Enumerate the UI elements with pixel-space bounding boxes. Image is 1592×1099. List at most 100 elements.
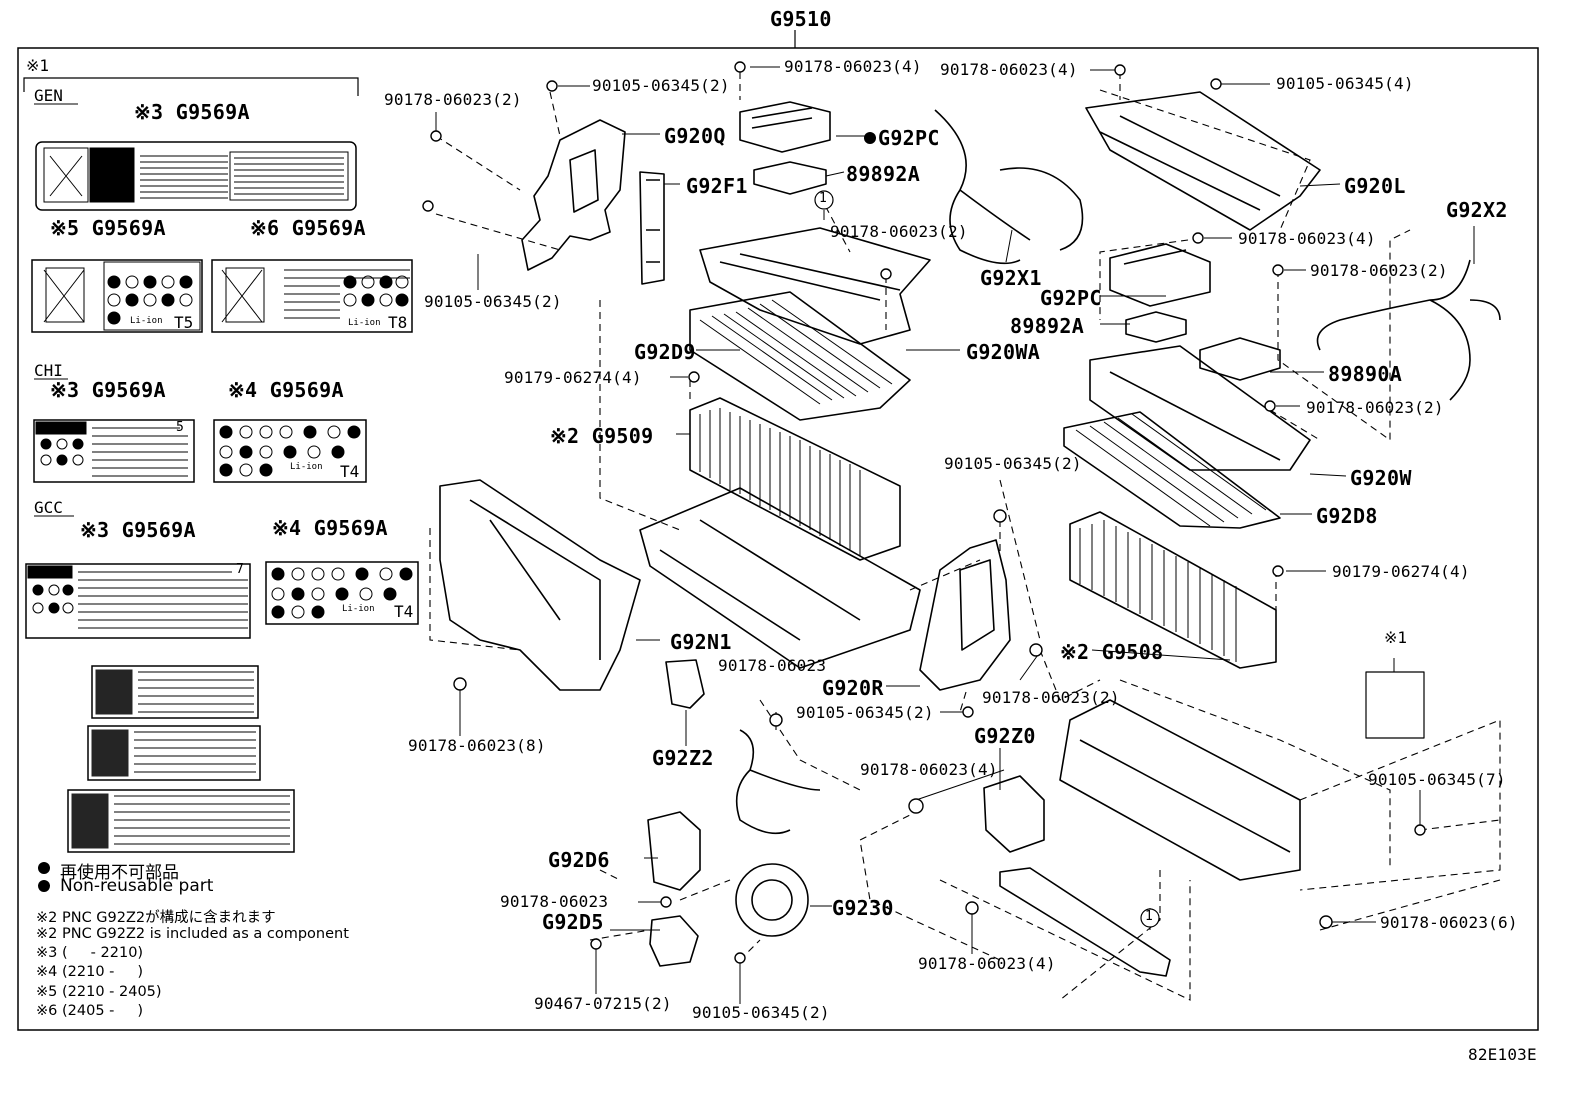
callout-90178-06023-2-a[interactable]: 90178-06023(2) bbox=[384, 90, 522, 109]
chi-label-4-code: ※4 G9569A bbox=[228, 378, 344, 402]
callout-89890a[interactable]: 89890A bbox=[1328, 362, 1403, 386]
warning-label-small-2 bbox=[87, 725, 261, 781]
callout-g92pc-top[interactable]: G92PC bbox=[878, 126, 940, 150]
callout-90178-06023-8[interactable]: 90178-06023(8) bbox=[408, 736, 546, 755]
callout-g92x2[interactable]: G92X2 bbox=[1446, 198, 1508, 222]
top-code: G9510 bbox=[770, 7, 832, 31]
callout-90178-06023-4-e[interactable]: 90178-06023(4) bbox=[918, 954, 1056, 973]
parts-art bbox=[439, 91, 1501, 977]
section-gcc: GCC bbox=[34, 498, 63, 517]
outer-frame bbox=[17, 47, 1539, 1031]
circled-number-1-bottom: 1 bbox=[1145, 909, 1153, 924]
part-g92d6 bbox=[647, 811, 701, 891]
circled-number-1-top: 1 bbox=[819, 191, 827, 206]
callout-90179-06274-4-b[interactable]: 90179-06274(4) bbox=[1332, 562, 1470, 581]
callout-90178-06023-2-c[interactable]: 90178-06023(2) bbox=[1310, 261, 1448, 280]
callout-90178-06023-2-d[interactable]: 90178-06023(2) bbox=[1306, 398, 1444, 417]
tag-t4-chi: T4 bbox=[340, 462, 360, 481]
callout-g92pc-mid[interactable]: G92PC bbox=[1040, 286, 1102, 310]
gcc-label-4-code: ※4 G9569A bbox=[272, 516, 388, 540]
part-g92x1-harness bbox=[934, 109, 1084, 265]
callout-g92z0[interactable]: G92Z0 bbox=[974, 724, 1036, 748]
callout-g92d8[interactable]: G92D8 bbox=[1316, 504, 1378, 528]
callout-g920q[interactable]: G920Q bbox=[664, 124, 726, 148]
callout-g9230[interactable]: G9230 bbox=[832, 896, 894, 920]
legend-note-3: ※3 ( - 2210) bbox=[36, 945, 144, 961]
callout-90178-06023-4-d[interactable]: 90178-06023(4) bbox=[860, 760, 998, 779]
callout-g92d5[interactable]: G92D5 bbox=[542, 910, 604, 934]
legend-bullet-en bbox=[38, 880, 50, 892]
callout-90178-06023-2-e[interactable]: 90178-06023(2) bbox=[982, 688, 1120, 707]
callout-90178-06023-4-c[interactable]: 90178-06023(4) bbox=[1238, 229, 1376, 248]
part-g9509-battery bbox=[689, 397, 901, 561]
tag-li-ion-t5: Li-ion bbox=[130, 316, 163, 326]
callout-90105-06345-7[interactable]: 90105-06345(7) bbox=[1368, 770, 1506, 789]
callout-90105-06345-2-e[interactable]: 90105-06345(2) bbox=[692, 1003, 830, 1022]
callout-g9509[interactable]: ※2 G9509 bbox=[550, 424, 654, 448]
legend-note-4: ※4 (2210 - ) bbox=[36, 964, 144, 980]
callout-90105-06345-2-b[interactable]: 90105-06345(2) bbox=[424, 292, 562, 311]
part-g9230-fan bbox=[735, 863, 809, 937]
callout-90179-06274-4-a[interactable]: 90179-06274(4) bbox=[504, 368, 642, 387]
callout-g92d9[interactable]: G92D9 bbox=[634, 340, 696, 364]
callout-g92f1[interactable]: G92F1 bbox=[686, 174, 748, 198]
label-panel bbox=[25, 103, 419, 853]
legend-note-5: ※5 (2210 - 2405) bbox=[36, 984, 162, 1000]
part-label-plate bbox=[1365, 671, 1425, 739]
tag-t8: T8 bbox=[388, 313, 408, 332]
gen-warning-label-5 bbox=[31, 259, 203, 333]
callout-90105-06345-4[interactable]: 90105-06345(4) bbox=[1276, 74, 1414, 93]
legend-note-2-en: ※2 PNC G92Z2 is included as a component bbox=[36, 926, 349, 942]
group-bracket bbox=[23, 77, 359, 96]
circled-marker-1-top bbox=[814, 190, 834, 210]
callout-90178-06023-4-a[interactable]: 90178-06023(4) bbox=[784, 57, 922, 76]
dashed-assembly-lines bbox=[429, 72, 1501, 1001]
part-g92d5 bbox=[649, 915, 699, 967]
callout-marker-1[interactable]: ※1 bbox=[1384, 628, 1408, 647]
callout-90178-06023-2-b[interactable]: 90178-06023(2) bbox=[830, 222, 968, 241]
callout-g920l[interactable]: G920L bbox=[1344, 174, 1406, 198]
tag-t5: T5 bbox=[174, 313, 194, 332]
callout-g920r[interactable]: G920R bbox=[822, 676, 884, 700]
chi-label-3-code: ※3 G9569A bbox=[50, 378, 166, 402]
gen-warning-label bbox=[35, 141, 357, 211]
callout-90178-06023-y[interactable]: 90178-06023 bbox=[500, 892, 609, 911]
leader-lines bbox=[435, 66, 1475, 1004]
part-g92d8 bbox=[1063, 411, 1281, 529]
callout-89892a-mid[interactable]: 89892A bbox=[1010, 314, 1085, 338]
chi-warning-label-3 bbox=[33, 419, 195, 483]
tag-li-ion-t4-gcc: Li-ion bbox=[342, 604, 375, 614]
part-bottom-rail bbox=[999, 867, 1171, 977]
part-g92z2 bbox=[665, 659, 705, 709]
callout-g92z2[interactable]: G92Z2 bbox=[652, 746, 714, 770]
group-marker: ※1 bbox=[26, 56, 50, 75]
part-89892a-top bbox=[753, 161, 827, 195]
part-tray-upper bbox=[639, 487, 921, 669]
gen-warning-label-6 bbox=[211, 259, 413, 333]
part-g920r bbox=[919, 539, 1011, 691]
callout-90105-06345-2-d[interactable]: 90105-06345(2) bbox=[796, 703, 934, 722]
part-g9508-battery bbox=[1069, 511, 1277, 669]
circled-marker-1-bottom bbox=[1140, 908, 1160, 928]
part-sensor-harness bbox=[735, 729, 821, 835]
callout-90178-06023-4-b[interactable]: 90178-06023(4) bbox=[940, 60, 1078, 79]
callout-90178-06023-6[interactable]: 90178-06023(6) bbox=[1380, 913, 1518, 932]
fasteners bbox=[422, 61, 1426, 964]
callout-g92x1[interactable]: G92X1 bbox=[980, 266, 1042, 290]
part-g92pc-mid bbox=[1109, 243, 1211, 307]
part-g920q bbox=[521, 119, 626, 271]
callout-g920wa[interactable]: G920WA bbox=[966, 340, 1041, 364]
legend-note-2-jp: ※2 PNC G92Z2が構成に含まれます bbox=[36, 910, 276, 926]
callout-90105-06345-2-a[interactable]: 90105-06345(2) bbox=[592, 76, 730, 95]
gcc-warning-label-4 bbox=[265, 561, 419, 625]
callout-g92n1[interactable]: G92N1 bbox=[670, 630, 732, 654]
callout-g92d6[interactable]: G92D6 bbox=[548, 848, 610, 872]
callout-g9508[interactable]: ※2 G9508 bbox=[1060, 640, 1164, 664]
callout-90178-06023-x[interactable]: 90178-06023 bbox=[718, 656, 827, 675]
callout-g920w[interactable]: G920W bbox=[1350, 466, 1412, 490]
part-g92x2-harness bbox=[1316, 259, 1501, 401]
part-g92d9 bbox=[689, 291, 911, 421]
callout-89892a-top[interactable]: 89892A bbox=[846, 162, 921, 186]
callout-90467-07215-2[interactable]: 90467-07215(2) bbox=[534, 994, 672, 1013]
callout-90105-06345-2-c[interactable]: 90105-06345(2) bbox=[944, 454, 1082, 473]
